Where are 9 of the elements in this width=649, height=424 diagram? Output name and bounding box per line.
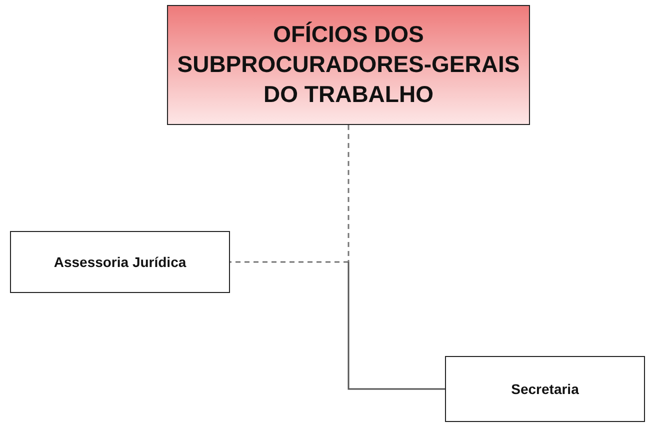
unit-box: [445, 356, 645, 422]
header-box: [167, 5, 530, 125]
connector-line: [348, 262, 445, 390]
connector-line: [230, 261, 350, 263]
box-label: Assessoria Jurídica: [54, 254, 186, 270]
box-label: Secretaria: [511, 380, 579, 398]
box-label: OFÍCIOS DOS SUBPROCURADORES-GERAIS DO TRABALHO: [176, 20, 521, 109]
connector-line: [348, 125, 350, 262]
unit-box: [10, 231, 230, 293]
